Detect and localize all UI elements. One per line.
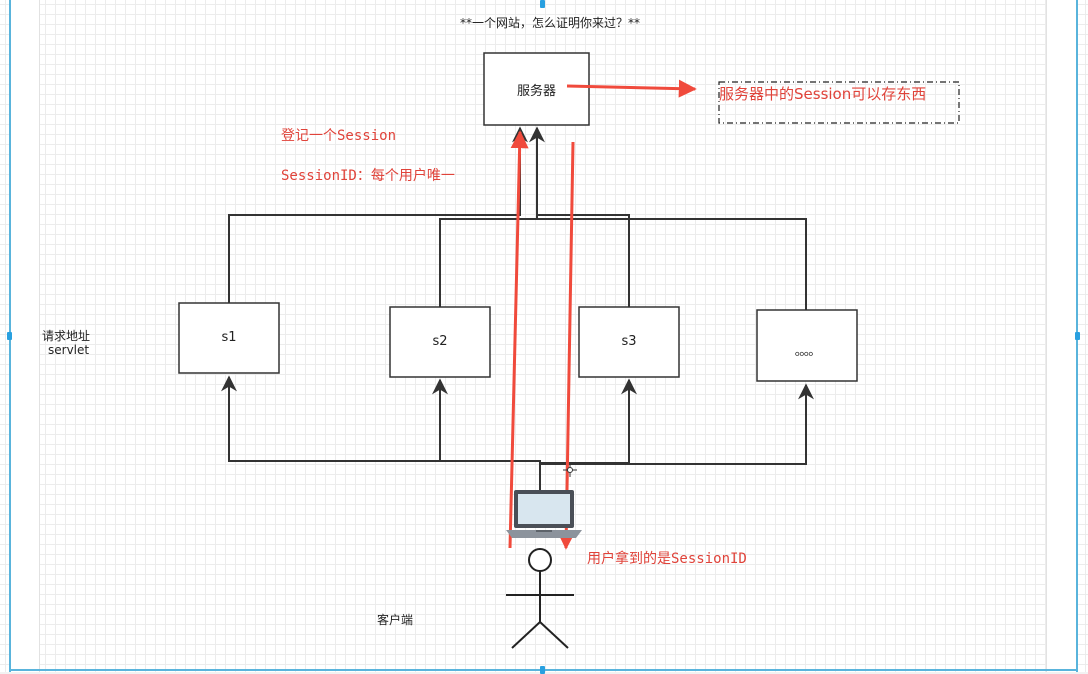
servlet-box-etc[interactable] <box>756 309 858 382</box>
note-label: 服务器中的Session可以存东西 <box>719 85 927 103</box>
note-box[interactable] <box>718 81 960 124</box>
red-arrow-server-note[interactable] <box>566 79 697 98</box>
servlet-label-s2: s2 <box>432 334 448 349</box>
connector-client-s1[interactable] <box>221 375 541 490</box>
servlet-box-s1[interactable] <box>178 302 280 374</box>
servlet-box-s2[interactable] <box>389 306 491 378</box>
resize-handle-left[interactable] <box>7 332 12 340</box>
connector-s1-server[interactable] <box>228 126 528 303</box>
laptop-icon <box>506 490 582 538</box>
request-address-label: 请求地址 <box>42 329 91 343</box>
connector-client-s2[interactable] <box>432 378 540 462</box>
canvas-margin-right <box>1046 0 1077 672</box>
request-servlet-label: servlet <box>48 343 90 357</box>
canvas-margin-left <box>9 0 40 672</box>
client-label: 客户端 <box>377 613 414 627</box>
diagram-title: **一个网站，怎么证明你来过？** <box>460 16 641 30</box>
connector-client-s3[interactable] <box>540 378 637 464</box>
servlet-label-s1: s1 <box>221 330 237 345</box>
servlet-label-etc: 。。。。 <box>794 344 822 359</box>
user-stick-figure-icon <box>506 548 574 649</box>
server-label: 服务器 <box>516 84 556 99</box>
server-box[interactable] <box>483 52 590 126</box>
red-arrow-server-client[interactable] <box>557 141 576 550</box>
resize-handle-right[interactable] <box>1075 332 1080 340</box>
session-id-label: SessionID：每个用户唯一 <box>281 168 455 184</box>
servlet-label-s3: s3 <box>621 334 637 349</box>
user-receives-label: 用户拿到的是SessionID <box>587 551 747 567</box>
connector-s2-server[interactable] <box>439 126 545 307</box>
servlet-box-s3[interactable] <box>578 306 680 378</box>
connector-etc-server[interactable] <box>537 218 807 310</box>
connector-s3-server[interactable] <box>537 214 630 307</box>
register-session-label: 登记一个Session <box>281 128 397 144</box>
move-cursor-icon <box>563 463 577 477</box>
resize-handle-top[interactable] <box>540 0 545 8</box>
resize-handle-bottom[interactable] <box>540 666 545 674</box>
connector-client-etc[interactable] <box>540 383 814 465</box>
red-arrow-client-server[interactable] <box>508 130 529 549</box>
